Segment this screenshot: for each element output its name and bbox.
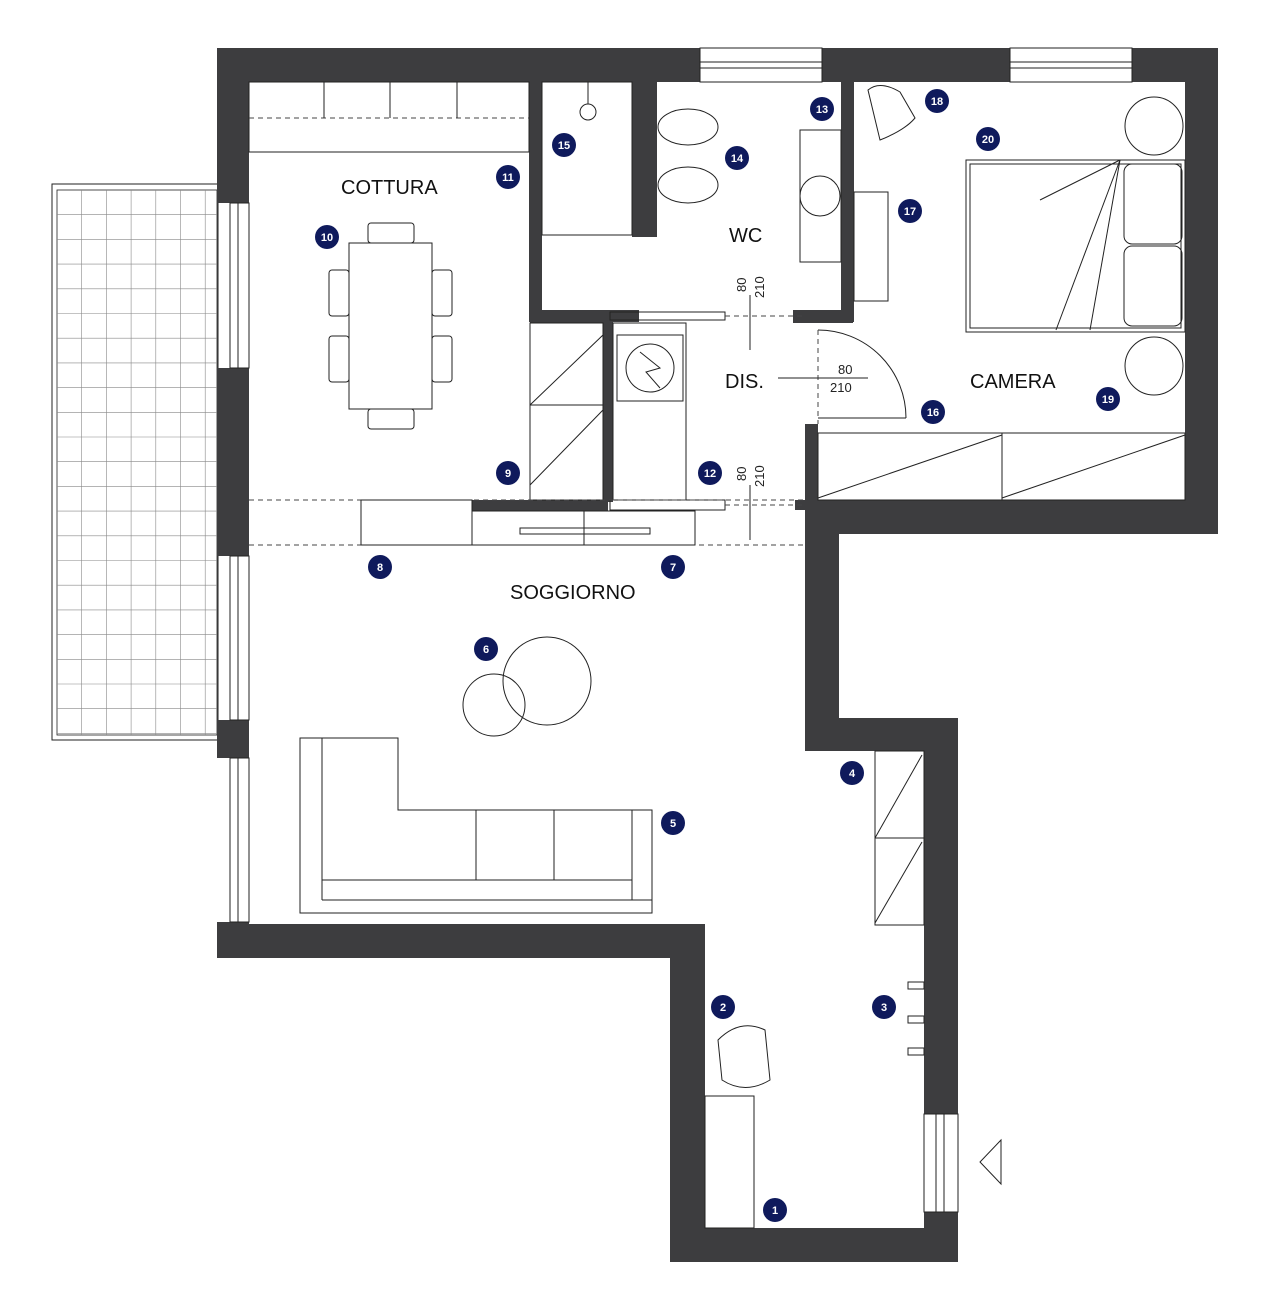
entrance-furniture xyxy=(704,750,925,1229)
walls xyxy=(217,48,1218,1262)
marker-number: 17 xyxy=(904,206,916,218)
marker-8: 8 xyxy=(368,555,392,579)
bedroom-furniture xyxy=(817,85,1186,501)
marker-number: 9 xyxy=(505,468,511,480)
marker-number: 13 xyxy=(816,104,828,116)
marker-number: 1 xyxy=(772,1205,778,1217)
room-label-camera: CAMERA xyxy=(970,371,1056,393)
marker-14: 14 xyxy=(725,146,749,170)
marker-dot xyxy=(496,165,520,189)
bedroom-door-height: 210 xyxy=(830,380,852,395)
marker-number: 6 xyxy=(483,644,489,656)
marker-1: 1 xyxy=(763,1198,787,1222)
marker-4: 4 xyxy=(840,761,864,785)
marker-number: 14 xyxy=(731,153,744,165)
room-label-soggiorno: SOGGIORNO xyxy=(510,582,636,604)
marker-13: 13 xyxy=(810,97,834,121)
marker-dot xyxy=(921,400,945,424)
marker-dot xyxy=(552,133,576,157)
room-label-cottura: COTTURA xyxy=(341,177,438,199)
marker-number: 10 xyxy=(321,232,333,244)
marker-number: 12 xyxy=(704,468,716,480)
marker-20: 20 xyxy=(976,127,1000,151)
marker-number: 5 xyxy=(670,818,676,830)
marker-number: 19 xyxy=(1102,394,1114,406)
marker-dot xyxy=(810,97,834,121)
marker-dot xyxy=(474,637,498,661)
marker-dot xyxy=(661,811,685,835)
wc-door-height: 210 xyxy=(752,276,767,298)
marker-number: 20 xyxy=(982,134,994,146)
marker-9: 9 xyxy=(496,461,520,485)
marker-6: 6 xyxy=(474,637,498,661)
marker-dot xyxy=(711,995,735,1019)
marker-number: 7 xyxy=(670,562,676,574)
marker-12: 12 xyxy=(698,461,722,485)
marker-dot xyxy=(925,89,949,113)
marker-dot xyxy=(840,761,864,785)
marker-number: 15 xyxy=(558,140,570,152)
marker-dot xyxy=(315,225,339,249)
kitchen-counter xyxy=(248,81,530,153)
marker-dot xyxy=(898,199,922,223)
kitchen-door-height: 210 xyxy=(752,465,767,487)
marker-dot xyxy=(763,1198,787,1222)
marker-number: 8 xyxy=(377,562,383,574)
marker-number: 4 xyxy=(849,768,856,780)
marker-dot xyxy=(725,146,749,170)
marker-dot xyxy=(368,555,392,579)
entrance-arrow-icon xyxy=(979,1138,1002,1186)
marker-15: 15 xyxy=(552,133,576,157)
marker-17: 17 xyxy=(898,199,922,223)
marker-11: 11 xyxy=(496,165,520,189)
room-label-dis: DIS. xyxy=(725,371,764,393)
marker-19: 19 xyxy=(1096,387,1120,411)
marker-5: 5 xyxy=(661,811,685,835)
marker-16: 16 xyxy=(921,400,945,424)
marker-number: 11 xyxy=(502,172,514,184)
doors xyxy=(609,295,907,540)
dining-table xyxy=(328,222,453,430)
marker-dot xyxy=(698,461,722,485)
wc-fixtures xyxy=(541,81,889,302)
marker-number: 16 xyxy=(927,407,939,419)
marker-dot xyxy=(976,127,1000,151)
marker-dot xyxy=(496,461,520,485)
kitchen-door-width: 80 xyxy=(734,467,749,481)
marker-number: 2 xyxy=(720,1002,726,1014)
marker-dot xyxy=(872,995,896,1019)
balcony xyxy=(51,183,219,741)
marker-7: 7 xyxy=(661,555,685,579)
room-label-wc: WC xyxy=(729,225,762,247)
wc-door-width: 80 xyxy=(734,278,749,292)
marker-3: 3 xyxy=(872,995,896,1019)
marker-number: 3 xyxy=(881,1002,887,1014)
marker-18: 18 xyxy=(925,89,949,113)
marker-2: 2 xyxy=(711,995,735,1019)
bedroom-door-width: 80 xyxy=(838,362,852,377)
marker-dot xyxy=(661,555,685,579)
marker-10: 10 xyxy=(315,225,339,249)
living-furniture xyxy=(249,499,805,914)
windows xyxy=(229,47,1133,1213)
marker-dot xyxy=(1096,387,1120,411)
marker-number: 18 xyxy=(931,96,943,108)
